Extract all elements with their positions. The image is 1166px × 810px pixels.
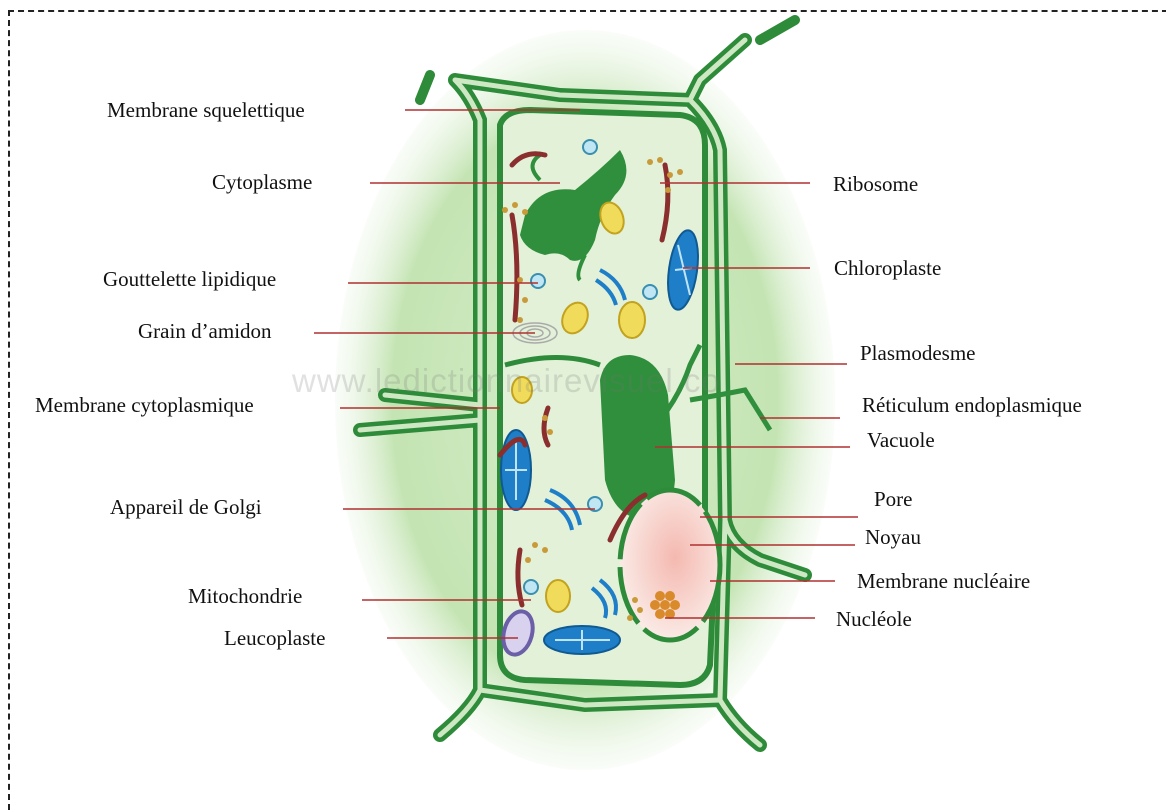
label-grain-amidon: Grain d’amidon	[138, 321, 272, 342]
label-reticulum-endoplasmique: Réticulum endoplasmique	[862, 395, 1082, 416]
label-appareil-golgi: Appareil de Golgi	[110, 497, 262, 518]
label-noyau: Noyau	[865, 527, 921, 548]
label-membrane-cytoplasmique: Membrane cytoplasmique	[35, 395, 254, 416]
label-chloroplaste: Chloroplaste	[834, 258, 941, 279]
label-gouttelette-lipidique: Gouttelette lipidique	[103, 269, 276, 290]
label-cytoplasme: Cytoplasme	[212, 172, 312, 193]
label-membrane-nucleaire: Membrane nucléaire	[857, 571, 1030, 592]
label-membrane-squelettique: Membrane squelettique	[107, 100, 305, 121]
label-leucoplaste: Leucoplaste	[224, 628, 325, 649]
label-pore: Pore	[874, 489, 913, 510]
label-nucleole: Nucléole	[836, 609, 912, 630]
label-plasmodesme: Plasmodesme	[860, 343, 976, 364]
label-vacuole: Vacuole	[867, 430, 935, 451]
label-ribosome: Ribosome	[833, 174, 918, 195]
label-mitochondrie: Mitochondrie	[188, 586, 302, 607]
watermark: www.ledictionnairevisuel.co	[292, 362, 721, 400]
